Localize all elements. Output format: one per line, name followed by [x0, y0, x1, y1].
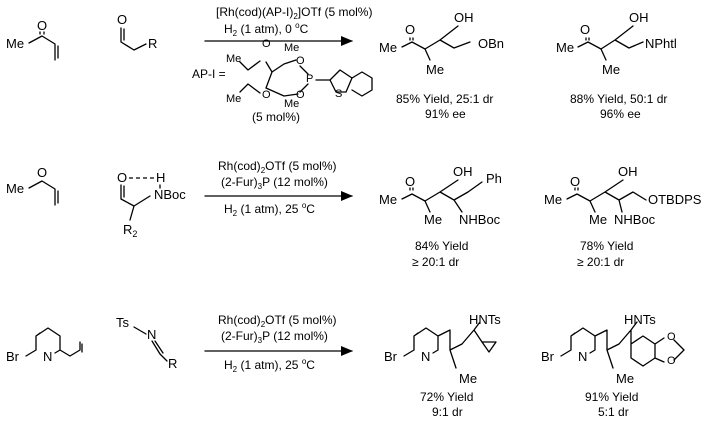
methyl-vinyl-ketone-1: Me O [6, 18, 59, 61]
me-branch: Me [602, 62, 620, 77]
group-label: Ph [486, 171, 502, 186]
sulfonyl-imine: Ts N R [116, 315, 177, 371]
amino-aldehyde: O H NBoc R2 [117, 170, 186, 239]
me-label: Me [616, 371, 634, 386]
conditions-line-1: Rh(cod)2OTf (5 mol%) [218, 313, 336, 329]
ligand-o: O [262, 89, 271, 101]
o-label: O [667, 355, 676, 367]
ap-i-ligand: Me Me O O Me Me O O P S [226, 38, 373, 110]
conditions-1: [Rh(cod)(AP-I)2]OTf (5 mol%) H2 (1 atm),… [192, 5, 372, 124]
ligand-me: Me [226, 93, 241, 105]
nhts-label: HNTs [624, 312, 656, 327]
h-label: H [156, 170, 165, 185]
ketone-o: O [580, 22, 590, 37]
ketone-o: O [405, 174, 415, 189]
conditions-line-2: H2 (1 atm), 0 oC [224, 21, 309, 38]
br-label: Br [6, 349, 20, 364]
r2-label: R2 [123, 222, 137, 239]
ligand-label: AP-I = [192, 67, 226, 81]
oh-label: OH [618, 164, 638, 179]
imine-n-label: N [147, 327, 156, 342]
conditions-line-2: (2-Fur)3P (12 mol%) [221, 329, 328, 345]
product-3-1: Br N HNTs Me 72% Yield 9:1 dr [384, 312, 501, 419]
me-branch: Me [424, 212, 442, 227]
group-label: OTBDPS [648, 192, 702, 207]
ligand-s: S [335, 88, 342, 100]
group-label: NPhtl [645, 36, 677, 51]
conditions-3: Rh(cod)2OTf (5 mol%) (2-Fur)3P (12 mol%)… [204, 313, 353, 374]
nboc-label: NBoc [154, 187, 186, 202]
o-label: O [37, 165, 47, 180]
me-branch: Me [426, 62, 444, 77]
ligand-loading: (5 mol%) [252, 110, 300, 124]
row-2: Me O O H NBoc R2 Rh(cod)2OTf (5 mol%) (2… [6, 159, 702, 269]
me-left: Me [379, 40, 397, 55]
conditions-line-3: H2 (1 atm), 25 oC [224, 357, 315, 374]
o-label: O [37, 18, 47, 33]
dr-label: 5:1 dr [598, 405, 629, 419]
me-label: Me [6, 181, 24, 196]
product-2-2: O Me OH Me NHBoc OTBDPS 78% Yield ≥ 20:1… [544, 164, 702, 269]
ketone-o: O [570, 174, 580, 189]
dr-label: 9:1 dr [432, 405, 463, 419]
ligand-o: O [296, 89, 305, 101]
ligand-me: Me [284, 98, 299, 110]
aldehyde-1: O R [117, 12, 157, 51]
row-3: Br N Ts N R Rh(cod)2OTf (5 mol%) (2-Fur)… [6, 312, 685, 419]
me-label: Me [6, 36, 24, 51]
ligand-o: O [296, 55, 305, 67]
yield-label: 85% Yield, 25:1 dr [396, 92, 493, 106]
br-label: Br [541, 349, 555, 364]
ald-o-label: O [117, 170, 127, 185]
nhts-label: HNTs [469, 312, 501, 327]
oh-label: OH [454, 10, 474, 25]
dr-label: ≥ 20:1 dr [577, 255, 624, 269]
me-left: Me [544, 192, 562, 207]
yield-label: 72% Yield [420, 390, 473, 404]
ee-label: 96% ee [600, 107, 641, 121]
product-2-1: O Me OH Me NHBoc Ph 84% Yield ≥ 20:1 dr [379, 164, 502, 269]
me-branch: Me [589, 212, 607, 227]
yield-label: 84% Yield [415, 239, 468, 253]
dr-label: ≥ 20:1 dr [412, 255, 459, 269]
vinyl-bromopyridine: Br N [6, 327, 83, 364]
product-1-1: O Me OH Me OBn 85% Yield, 25:1 dr 91% ee [379, 10, 504, 121]
me-label: Me [459, 371, 477, 386]
ketone-o: O [405, 22, 415, 37]
conditions-line-1: [Rh(cod)(AP-I)2]OTf (5 mol%) [216, 5, 372, 21]
methyl-vinyl-ketone-2: Me O [6, 165, 59, 206]
r-label: R [148, 36, 157, 51]
o-label: O [667, 331, 676, 343]
ligand-o: O [262, 38, 271, 50]
conditions-line-1: Rh(cod)2OTf (5 mol%) [218, 159, 336, 175]
conditions-line-3: H2 (1 atm), 25 oC [224, 201, 315, 218]
n-label: N [421, 349, 430, 364]
product-1-2: O Me OH Me NPhtl 88% Yield, 50:1 dr 96% … [556, 10, 677, 121]
ald-o-label: O [117, 12, 127, 27]
ligand-me: Me [226, 53, 241, 65]
oh-label: OH [629, 10, 649, 25]
oh-label: OH [453, 164, 473, 179]
conditions-2: Rh(cod)2OTf (5 mol%) (2-Fur)3P (12 mol%)… [204, 159, 353, 218]
ligand-p: P [306, 73, 313, 85]
nhboc-label: NHBoc [614, 212, 656, 227]
n-label: N [43, 349, 52, 364]
nhboc-label: NHBoc [459, 212, 501, 227]
r-label: R [168, 356, 177, 371]
ts-label: Ts [116, 315, 130, 330]
n-label: N [578, 349, 587, 364]
product-3-2: Br N HNTs Me O O 91% Yield 5:1 dr [541, 312, 685, 419]
conditions-line-2: (2-Fur)3P (12 mol%) [221, 175, 328, 191]
me-left: Me [379, 192, 397, 207]
br-label: Br [384, 349, 398, 364]
yield-label: 78% Yield [580, 239, 633, 253]
group-label: OBn [478, 36, 504, 51]
row-1: Me O O R [Rh(cod)(AP-I)2]OTf (5 mol%) H2… [6, 5, 677, 124]
yield-label: 91% Yield [585, 390, 638, 404]
me-left: Me [556, 40, 574, 55]
yield-label: 88% Yield, 50:1 dr [570, 92, 667, 106]
ligand-me: Me [284, 42, 299, 54]
ee-label: 91% ee [425, 107, 466, 121]
